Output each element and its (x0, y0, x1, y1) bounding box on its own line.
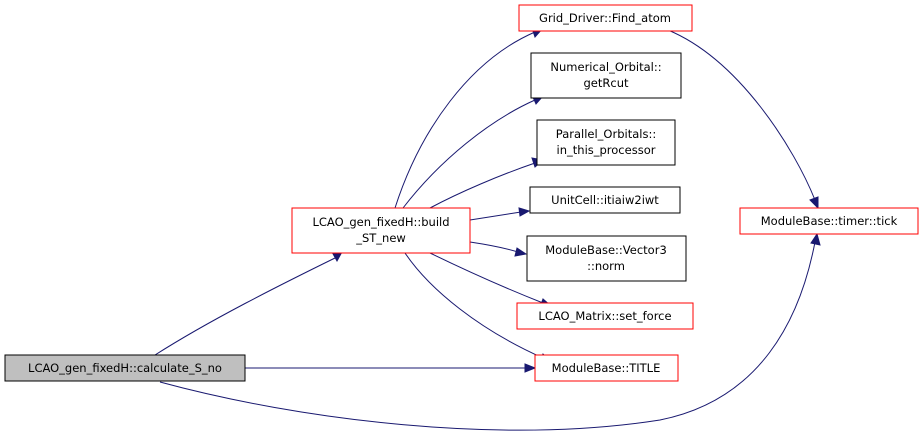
node-label: ModuleBase::Vector3 (545, 243, 667, 257)
node-label: _ST_new (355, 231, 406, 245)
node-box (739, 207, 919, 235)
node-label: Numerical_Orbital:: (550, 60, 661, 74)
node-box (526, 235, 687, 282)
node-label: getRcut (584, 76, 629, 90)
node-find-atom[interactable]: Grid_Driver::Find_atom (518, 4, 693, 32)
node-box (530, 52, 682, 99)
node-box (291, 207, 471, 254)
node-label: Parallel_Orbitals:: (556, 127, 656, 141)
edge-build-to-itiaiw2iwt (469, 211, 522, 221)
node-label: ModuleBase::timer::tick (761, 214, 898, 228)
edge-build-to-find-atom (394, 31, 536, 209)
node-box (518, 4, 693, 32)
node-label: ModuleBase::TITLE (552, 361, 661, 375)
node-itiaiw2iwt[interactable]: UnitCell::itiaiw2iwt (529, 186, 681, 214)
node-label: LCAO_Matrix::set_force (538, 309, 671, 323)
edge-calculate-to-tick (159, 241, 816, 431)
edge-arrowhead (809, 196, 819, 210)
node-vector3-norm[interactable]: ModuleBase::Vector3 ::norm (526, 235, 687, 282)
node-build-st-new[interactable]: LCAO_gen_fixedH::build _ST_new (291, 207, 471, 254)
edge-build-to-vector3-norm (469, 241, 519, 253)
node-label: UnitCell::itiaiw2iwt (551, 193, 659, 207)
edge-calculate-to-build (154, 257, 336, 356)
edge-arrowhead (810, 232, 821, 246)
node-box (536, 119, 676, 166)
edge-arrowhead (514, 247, 528, 257)
node-label: LCAO_gen_fixedH::calculate_S_no (28, 361, 222, 375)
node-get-rcut[interactable]: Numerical_Orbital:: getRcut (530, 52, 682, 99)
node-box (516, 302, 694, 330)
node-in-this-processor[interactable]: Parallel_Orbitals:: in_this_processor (536, 119, 676, 166)
node-label: in_this_processor (557, 143, 656, 157)
edge-build-to-in-this-processor (429, 162, 536, 209)
node-label: Grid_Driver::Find_atom (539, 11, 671, 25)
node-box (534, 354, 679, 382)
edge-arrowhead (518, 207, 531, 217)
node-set-force[interactable]: LCAO_Matrix::set_force (516, 302, 694, 330)
edge-build-to-set-force (429, 252, 544, 304)
node-box (529, 186, 681, 214)
edge-find-atom-to-tick (667, 29, 816, 201)
node-title[interactable]: ModuleBase::TITLE (534, 354, 679, 382)
node-label: ::norm (587, 259, 625, 273)
edge-build-to-get-rcut (402, 99, 536, 209)
edges (154, 27, 821, 431)
node-calculate-s-no[interactable]: LCAO_gen_fixedH::calculate_S_no (4, 354, 246, 382)
node-box (4, 354, 246, 382)
node-timer-tick[interactable]: ModuleBase::timer::tick (739, 207, 919, 235)
edge-arrowhead (524, 363, 537, 373)
edge-build-to-title (404, 252, 544, 359)
node-label: LCAO_gen_fixedH::build (312, 215, 449, 229)
